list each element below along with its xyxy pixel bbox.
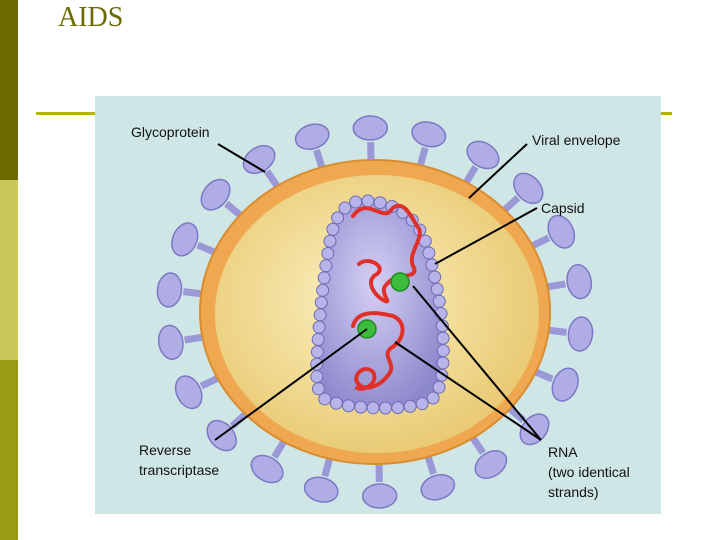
glycoprotein-head: [420, 474, 456, 501]
capsid-bead: [318, 392, 332, 406]
leader-line-rna-upper: [412, 285, 542, 441]
leader-line-rna-lower: [394, 341, 542, 441]
glycoprotein-head: [171, 222, 199, 257]
capsid-bead: [391, 401, 405, 415]
capsid-bead: [432, 294, 446, 308]
glycoprotein-head: [352, 115, 389, 141]
label-rna-line-2: (two identical: [548, 464, 630, 480]
label-reverse-transcriptase: Reverse transcriptase: [139, 442, 220, 478]
glycoprotein-head: [551, 367, 579, 402]
capsid-bead: [430, 282, 444, 296]
glycoprotein-head: [567, 316, 594, 352]
rna-strand-lower: [351, 311, 405, 391]
capsid-bead: [338, 201, 352, 215]
glycoprotein-head: [411, 121, 447, 148]
glycoprotein-head: [200, 178, 231, 211]
glycoprotein-head: [250, 454, 284, 484]
capsid-bead: [436, 356, 450, 370]
leader-line-reverse-transcriptase: [214, 328, 368, 441]
label-capsid: Capsid: [541, 200, 585, 216]
glycoprotein-head: [566, 264, 593, 300]
capsid-bead: [378, 401, 392, 415]
capsid-bead: [428, 270, 442, 284]
glycoprotein-head: [303, 476, 339, 503]
capsid-bead: [426, 391, 440, 405]
capsid-bead: [311, 382, 325, 396]
glycoprotein-head: [174, 375, 203, 410]
capsid-bead: [313, 308, 327, 322]
capsid-bead: [317, 271, 331, 285]
capsid-bead: [319, 259, 333, 273]
sidebar-accent: [0, 0, 18, 540]
glycoprotein-head: [513, 172, 544, 205]
capsid-bead: [425, 258, 439, 272]
glycoprotein-head: [474, 449, 508, 479]
capsid-bead: [316, 283, 330, 297]
glycoprotein-head: [157, 324, 184, 360]
capsid-bead: [436, 331, 450, 345]
glycoprotein-head: [547, 214, 576, 249]
capsid-bead: [331, 211, 345, 225]
leader-line-capsid: [434, 207, 538, 265]
capsid-bead: [366, 401, 380, 415]
label-viral-envelope: Viral envelope: [532, 132, 621, 148]
glycoprotein-head: [242, 145, 276, 175]
slide-title: AIDS: [58, 2, 124, 33]
capsid-bead: [415, 397, 429, 411]
hiv-virus-diagram: [156, 115, 594, 509]
capsid-bead: [314, 296, 328, 310]
capsid-bead: [326, 222, 340, 236]
capsid-bead: [323, 234, 337, 248]
label-rna-line-3: strands): [548, 484, 599, 500]
capsid-bead: [312, 320, 326, 334]
label-rna: RNA (two identical strands): [548, 442, 630, 502]
leader-line-glycoprotein: [217, 143, 266, 173]
label-glycoprotein: Glycoprotein: [131, 124, 210, 140]
sidebar-segment-bottom: [0, 360, 18, 540]
capsid-bead: [341, 399, 355, 413]
capsid-bead: [373, 196, 387, 210]
capsid-bead: [329, 396, 343, 410]
glycoprotein-head: [361, 483, 398, 509]
capsid-bead: [321, 246, 335, 260]
capsid-bead: [361, 194, 375, 208]
glycoprotein-head: [466, 140, 500, 170]
glycoprotein-head: [294, 123, 330, 150]
capsid-bead: [311, 332, 325, 346]
capsid-bead: [354, 400, 368, 414]
leader-line-viral-envelope: [468, 143, 528, 199]
capsid-bead: [403, 399, 417, 413]
label-rna-line-1: RNA: [548, 444, 578, 460]
sidebar-segment-middle: [0, 180, 18, 360]
glycoprotein-head: [156, 272, 183, 308]
capsid-bead: [422, 246, 436, 260]
capsid-bead: [432, 380, 446, 394]
sidebar-segment-top: [0, 0, 18, 180]
capsid-bead: [310, 370, 324, 384]
reverse-transcriptase-upper: [390, 272, 410, 292]
rna-strand-upper: [351, 203, 422, 304]
capsid-bead: [436, 344, 450, 358]
capsid-bead: [310, 345, 324, 359]
capsid-bead: [349, 195, 363, 209]
